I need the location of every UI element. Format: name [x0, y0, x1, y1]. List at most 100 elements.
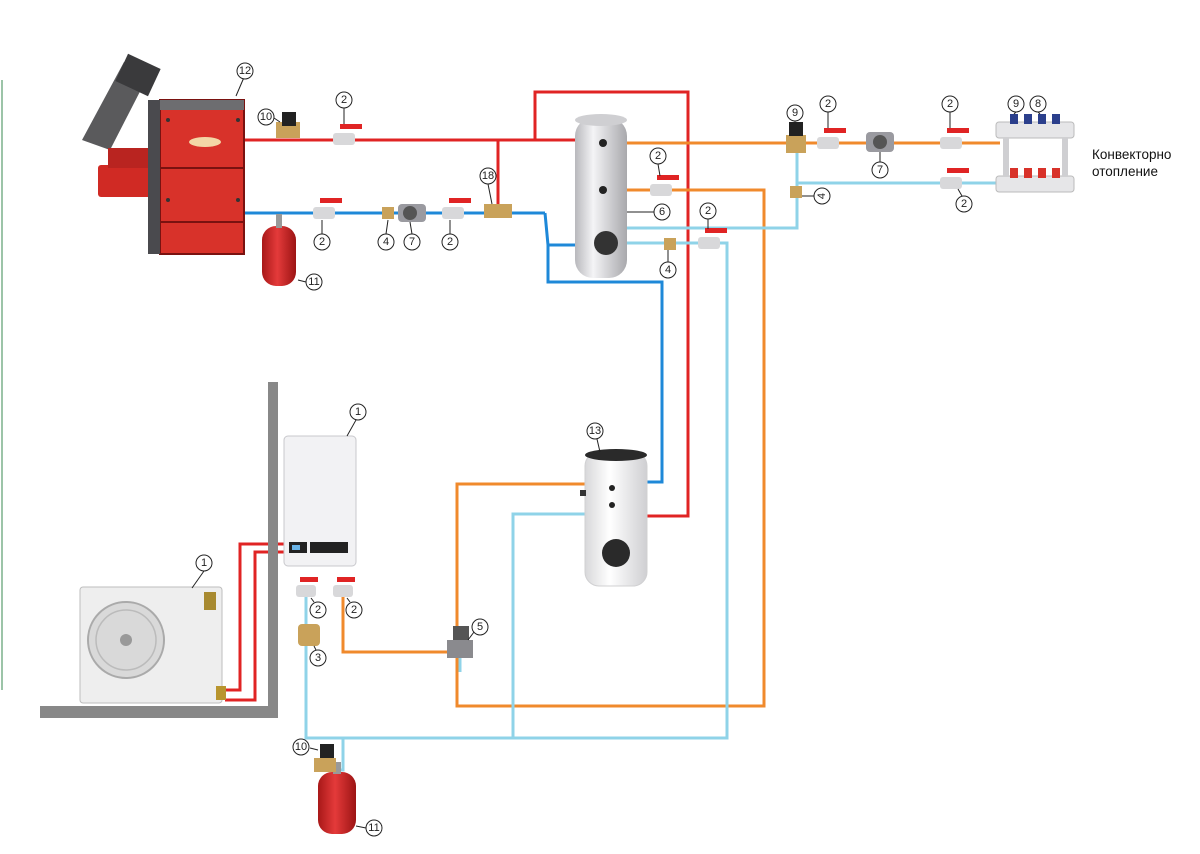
valve-boiler-return: [313, 198, 342, 219]
boiler-body: [159, 99, 245, 255]
valve-manifold-return: [940, 168, 969, 189]
callout-12-text: 12: [239, 65, 251, 77]
hp-indoor-body: [283, 435, 357, 567]
buffer-tank: [575, 114, 627, 278]
ball-valves: [296, 124, 969, 597]
convector-heating-line1: Конвекторно: [1092, 147, 1172, 162]
convector-heating-label: Конвекторно отопление: [1092, 146, 1171, 180]
callout-6-text: 6: [659, 206, 665, 218]
valve-pump-out: [442, 198, 471, 219]
callout-2-pump-text: 2: [447, 236, 453, 248]
callout-2-tank-return-text: 2: [705, 205, 711, 217]
callout-10-top: [257, 108, 275, 126]
callout-4-boiler-text: 4: [383, 236, 389, 248]
callout-2-hp-right: [345, 601, 363, 619]
convector-heating-line2: отопление: [1092, 164, 1158, 179]
callout-10-bottom: [292, 738, 310, 756]
callout-12: [236, 62, 254, 80]
callout-4-tank: [659, 261, 677, 279]
callout-5: [471, 618, 489, 636]
expansion-vessel-bottom: [318, 762, 356, 834]
callout-2-return-text: 2: [319, 236, 325, 248]
dhw-tank: [580, 449, 648, 587]
dhw-flange: [602, 539, 630, 567]
callout-2-hp-left-text: 2: [315, 604, 321, 616]
callout-4-tank-text: 4: [665, 264, 671, 276]
callout-1-outdoor-text: 1: [201, 557, 207, 569]
callout-10-bottom-text: 10: [295, 741, 307, 753]
heat-pump-indoor-unit: [283, 435, 357, 567]
heating-manifold: [995, 114, 1075, 193]
callout-6: [653, 203, 671, 221]
callout-2-manifold-return: [955, 195, 973, 213]
boiler-logo: [189, 137, 221, 147]
callout-2-hp-right-text: 2: [351, 604, 357, 616]
callout-8-text: 8: [1035, 98, 1041, 110]
check-valves: [382, 186, 802, 250]
callout-2-return: [313, 233, 331, 251]
callout-18-text: 18: [482, 170, 494, 182]
callout-2-top-text: 2: [341, 94, 347, 106]
circulation-pumps: [398, 132, 894, 222]
buffer-coil-port: [594, 231, 618, 255]
callout-labels: 12 10 2 2 11 4 7 2 18 2 6 2 4 9 2 7 2 9 …: [201, 65, 1041, 834]
valve-hp-left: [296, 577, 318, 597]
pellet-burner: [98, 165, 158, 197]
valve-mixer-out: [817, 128, 846, 149]
building-wall: [40, 382, 278, 718]
callout-2-top: [335, 91, 353, 109]
callout-11-bottom: [365, 819, 383, 837]
callout-7-heating-text: 7: [877, 164, 883, 176]
callout-9-mixer-text: 9: [792, 107, 798, 119]
callout-2-mixer: [819, 95, 837, 113]
check-valve-boiler: [382, 207, 394, 219]
buffer-port-1: [599, 139, 607, 147]
callout-9-manifold-text: 9: [1013, 98, 1019, 110]
callout-11-top-text: 11: [308, 276, 319, 288]
callout-5-text: 5: [477, 621, 483, 633]
callout-4-manifold: [813, 187, 831, 205]
callout-2-manifold-text: 2: [947, 98, 953, 110]
return-pipe-to-tank: [543, 212, 575, 247]
cold-tank-return: [304, 241, 729, 740]
callout-2-manifold: [941, 95, 959, 113]
callout-2-tank-text: 2: [655, 150, 661, 162]
hot-pipe-hp-1: [225, 542, 285, 692]
valve-tank-return: [698, 228, 727, 249]
callout-4-manifold-text: 4: [816, 193, 828, 199]
callout-10-top-text: 10: [260, 111, 272, 123]
callout-7-heating: [871, 161, 889, 179]
callouts: [191, 62, 1047, 837]
valve-top-boiler: [333, 124, 362, 145]
callout-7-boiler: [403, 233, 421, 251]
callout-9-manifold: [1007, 95, 1025, 113]
callout-13: [586, 422, 604, 440]
pellet-boiler: [82, 53, 245, 255]
callout-1-indoor: [349, 403, 367, 421]
callout-3: [309, 649, 327, 667]
valve-tank-mid: [650, 175, 679, 196]
safety-group-top: [276, 112, 300, 138]
buffer-port-2: [599, 186, 607, 194]
valve-manifold-supply: [940, 128, 969, 149]
callout-1-indoor-text: 1: [355, 406, 361, 418]
callout-2-pump: [441, 233, 459, 251]
pump-boiler: [398, 204, 426, 222]
callout-11-bottom-text: 11: [368, 822, 379, 834]
valve-hp-right: [333, 577, 355, 597]
callout-4-boiler: [377, 233, 395, 251]
callout-1-outdoor: [195, 554, 213, 572]
callout-9-mixer: [786, 104, 804, 122]
callout-2-manifold-return-text: 2: [961, 198, 967, 210]
callout-13-text: 13: [589, 425, 601, 437]
expansion-vessel-top: [262, 214, 296, 286]
safety-group-bottom: [314, 744, 336, 772]
callout-2-hp-left: [309, 601, 327, 619]
three-way-valve: [447, 626, 473, 658]
callout-11-top: [305, 273, 323, 291]
orange-tank-lower: [455, 188, 766, 708]
orange-hp-to-3way: [341, 585, 452, 654]
pump-heating: [866, 132, 894, 152]
callout-2-mixer-text: 2: [825, 98, 831, 110]
